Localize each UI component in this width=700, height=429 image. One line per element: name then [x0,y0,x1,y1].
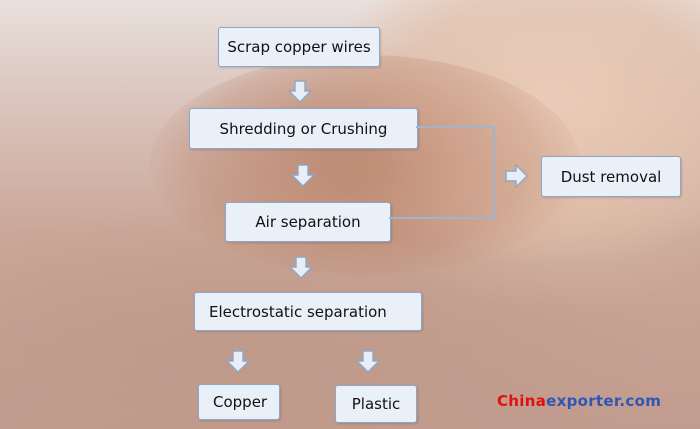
down-arrow-icon [287,80,313,103]
down-arrow-icon [288,256,314,279]
down-arrow-icon [225,350,251,373]
node-dust-removal: Dust removal [541,156,681,197]
node-label: Shredding or Crushing [219,119,388,138]
node-plastic: Plastic [335,385,417,423]
watermark-part-china: China [497,392,547,410]
down-arrow-icon [355,350,381,373]
down-arrow-icon [290,164,316,187]
node-label: Copper [213,393,268,411]
connector-line [493,126,495,219]
right-arrow-icon [505,164,528,188]
watermark-part-exporter: exporter.com [546,392,662,410]
node-scrap-copper-wires: Scrap copper wires [218,27,380,67]
node-shredding-or-crushing: Shredding or Crushing [189,108,418,149]
node-label: Plastic [351,395,401,413]
node-label: Electrostatic separation [209,302,387,321]
node-copper: Copper [198,384,280,420]
node-label: Air separation [255,213,361,231]
node-electrostatic-separation: Electrostatic separation [194,292,422,331]
node-label: Scrap copper wires [227,38,371,56]
connector-line [389,217,494,219]
connector-line [416,126,494,128]
chinaexporter-watermark: Chinaexporter.com [497,392,661,410]
node-label: Dust removal [560,167,662,186]
node-air-separation: Air separation [225,202,391,242]
